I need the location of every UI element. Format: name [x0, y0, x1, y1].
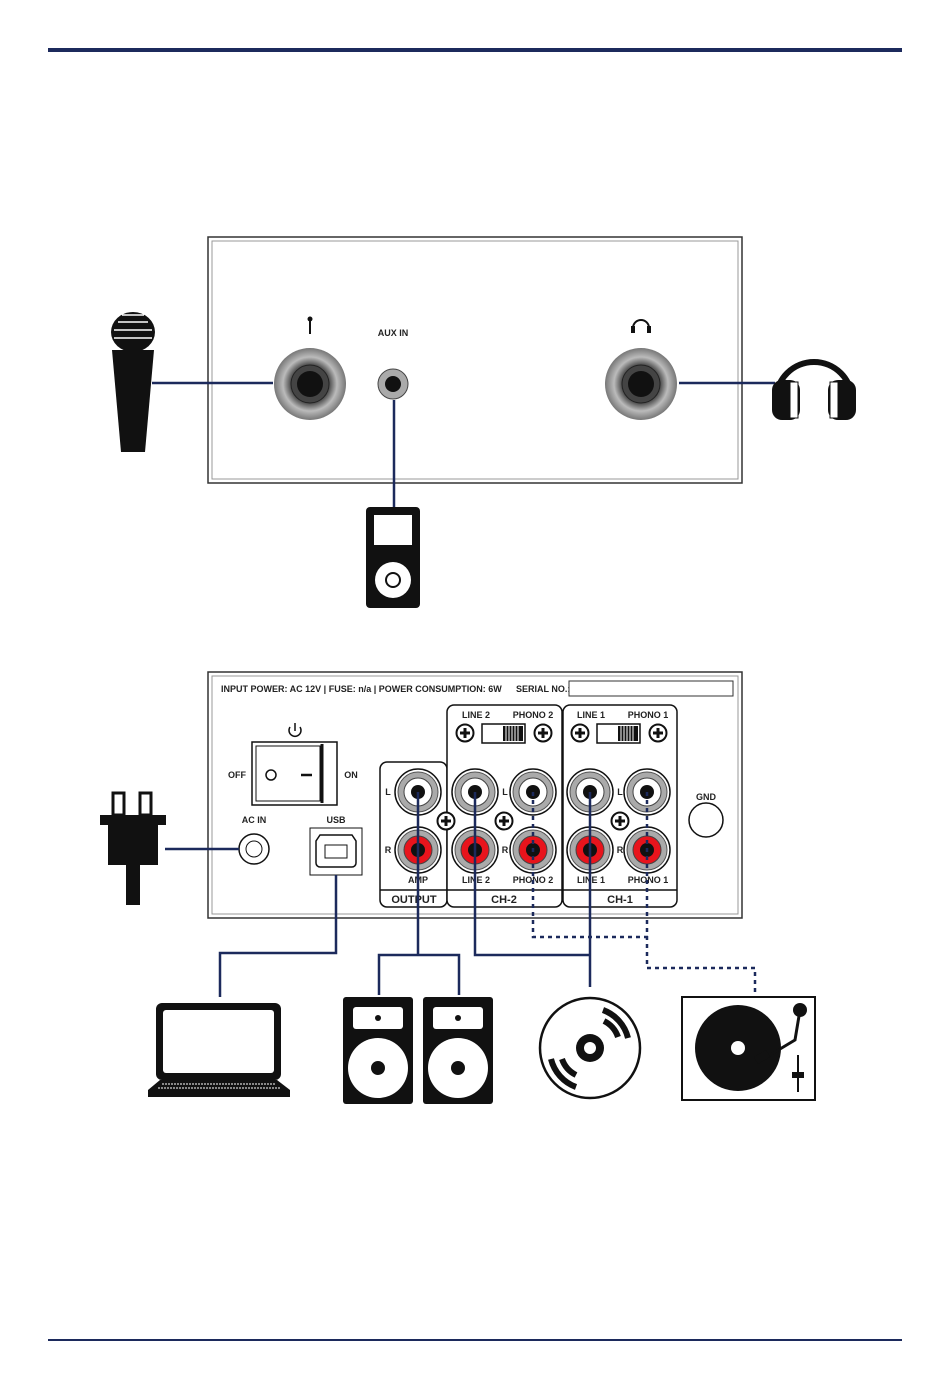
l-label: L [385, 787, 391, 797]
screw-icon [496, 813, 513, 830]
mic-jack[interactable] [274, 348, 346, 420]
screw-icon [572, 725, 589, 742]
usb-label: USB [326, 815, 346, 825]
output-label: OUTPUT [391, 894, 437, 906]
ch1-switch-phono1: PHONO 1 [628, 710, 669, 720]
ch2-switch-phono2: PHONO 2 [513, 710, 554, 720]
off-label: OFF [228, 770, 246, 780]
r-label: R [502, 845, 509, 855]
mic-symbol-icon [308, 317, 313, 335]
gnd-terminal[interactable] [689, 803, 723, 837]
power-switch[interactable] [252, 742, 337, 805]
r-label: R [385, 845, 392, 855]
cd-icon [540, 998, 640, 1098]
ch1-label: CH-1 [607, 894, 633, 906]
power-plug-icon [100, 793, 166, 905]
headphone-jack[interactable] [605, 348, 677, 420]
screw-icon [535, 725, 552, 742]
laptop-icon [148, 1003, 290, 1097]
ch2-selector-switch[interactable] [482, 724, 525, 743]
headphones-icon [772, 362, 856, 420]
bottom-rule [48, 1339, 902, 1341]
spec-text: INPUT POWER: AC 12V | FUSE: n/a | POWER … [221, 684, 502, 694]
l-label: L [502, 787, 508, 797]
serial-field [569, 681, 733, 696]
ac-in-label: AC IN [242, 815, 267, 825]
ac-in-jack[interactable] [239, 834, 269, 864]
l-label: L [617, 787, 623, 797]
screw-icon [438, 813, 455, 830]
front-panel: AUX IN [208, 237, 742, 483]
microphone-icon [111, 312, 155, 452]
usb-port[interactable] [310, 828, 362, 875]
headphone-symbol-icon [631, 320, 651, 333]
serial-label: SERIAL NO.: [516, 684, 570, 694]
screw-icon [457, 725, 474, 742]
turntable-icon [682, 997, 815, 1100]
ch2-switch-line2: LINE 2 [462, 710, 490, 720]
screw-icon [650, 725, 667, 742]
speakers-icon [343, 997, 493, 1104]
ch1-selector-switch[interactable] [597, 724, 640, 743]
ch2-label: CH-2 [491, 894, 517, 906]
aux-in-label: AUX IN [378, 328, 409, 338]
r-label: R [617, 845, 624, 855]
on-label: ON [344, 770, 358, 780]
power-icon [289, 723, 301, 736]
aux-in-jack[interactable] [378, 369, 408, 399]
mp3-player-icon [366, 507, 420, 608]
top-rule [48, 48, 902, 52]
screw-icon [612, 813, 629, 830]
ch1-switch-line1: LINE 1 [577, 710, 605, 720]
gnd-label: GND [696, 792, 717, 802]
